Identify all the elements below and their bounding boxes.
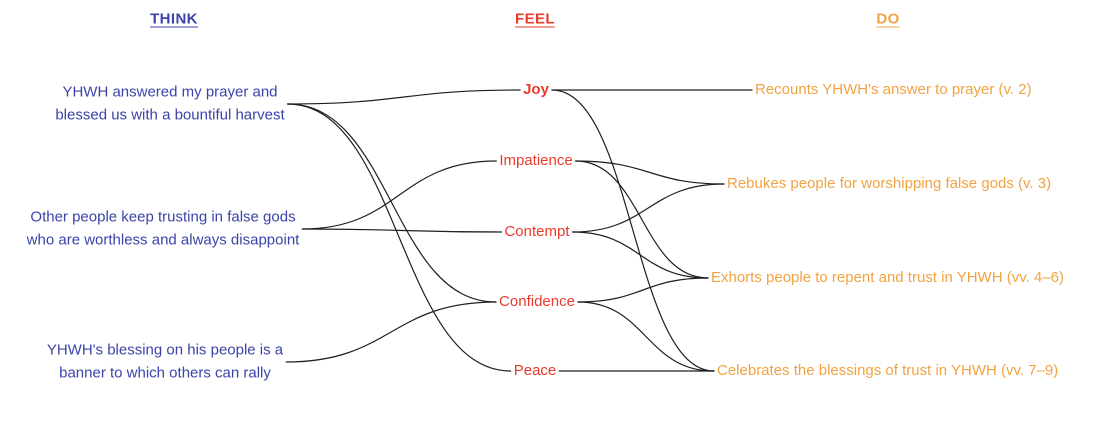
do-node-text: Rebukes people for worshipping false god…	[727, 175, 1052, 192]
think-node-line: YHWH's blessing on his people is a	[46, 341, 284, 359]
think-node-line: blessed us with a bountiful harvest	[55, 106, 285, 123]
edge-f4-d4	[577, 301, 715, 372]
edge-t2-f2	[301, 160, 497, 230]
feel-node-confidence[interactable]: Confidence	[499, 293, 575, 311]
think-node-line: who are worthless and always disappoint	[26, 231, 300, 248]
think-node-line: banner to which others can rally	[59, 364, 271, 381]
feel-node-text: Impatience	[499, 152, 573, 169]
feel-node-contempt[interactable]: Contempt	[504, 223, 569, 241]
feel-node-impatience[interactable]: Impatience	[499, 152, 572, 170]
feel-node-joy[interactable]: Joy	[523, 81, 549, 99]
do-node-text: Recounts YHWH's answer to prayer (v. 2)	[755, 81, 1032, 98]
think-node-text: YHWH answered my prayer and blessed us w…	[55, 82, 284, 127]
do-node-text: Exhorts people to repent and trust in YH…	[711, 269, 1064, 286]
edge-f4-d3	[577, 277, 709, 303]
edge-t2-f3	[301, 228, 503, 233]
edge-f2-d3	[575, 160, 709, 279]
think-node-line: YHWH answered my prayer and	[62, 83, 278, 101]
do-node-celebrates-blessings[interactable]: Celebrates the blessings of trust in YHW…	[717, 362, 1058, 380]
think-node-false-gods[interactable]: Other people keep trusting in false gods…	[27, 207, 300, 252]
do-node-text: Celebrates the blessings of trust in YHW…	[717, 362, 1059, 379]
edge-f3-d2	[571, 183, 725, 233]
edge-t1-f5	[287, 103, 512, 372]
feel-node-text: Contempt	[504, 223, 570, 240]
feel-node-text: Confidence	[499, 293, 575, 310]
do-node-recounts-answer[interactable]: Recounts YHWH's answer to prayer (v. 2)	[755, 81, 1032, 99]
column-header-feel: FEEL	[515, 10, 555, 28]
feel-node-text: Joy	[523, 81, 549, 98]
edge-t1-f4	[287, 103, 497, 303]
feel-node-peace[interactable]: Peace	[514, 362, 557, 380]
do-node-rebukes-people[interactable]: Rebukes people for worshipping false god…	[727, 175, 1051, 193]
think-node-line: Other people keep trusting in false gods	[30, 208, 296, 226]
think-node-text: YHWH's blessing on his people is a banne…	[47, 340, 283, 385]
edge-f3-d3	[571, 231, 709, 279]
think-node-answered-prayer[interactable]: YHWH answered my prayer and blessed us w…	[55, 82, 284, 127]
edge-t1-f1	[287, 89, 521, 105]
edge-f1-d4	[551, 89, 715, 372]
think-node-text: Other people keep trusting in false gods…	[27, 207, 300, 252]
edge-f2-d2	[575, 160, 725, 185]
feel-node-text: Peace	[513, 362, 557, 379]
column-header-think: THINK	[150, 10, 198, 28]
think-node-blessing-banner[interactable]: YHWH's blessing on his people is a banne…	[47, 340, 283, 385]
edge-t3-f4	[285, 301, 497, 363]
do-node-exhorts-repent[interactable]: Exhorts people to repent and trust in YH…	[711, 269, 1064, 287]
column-header-do: DO	[876, 10, 900, 28]
